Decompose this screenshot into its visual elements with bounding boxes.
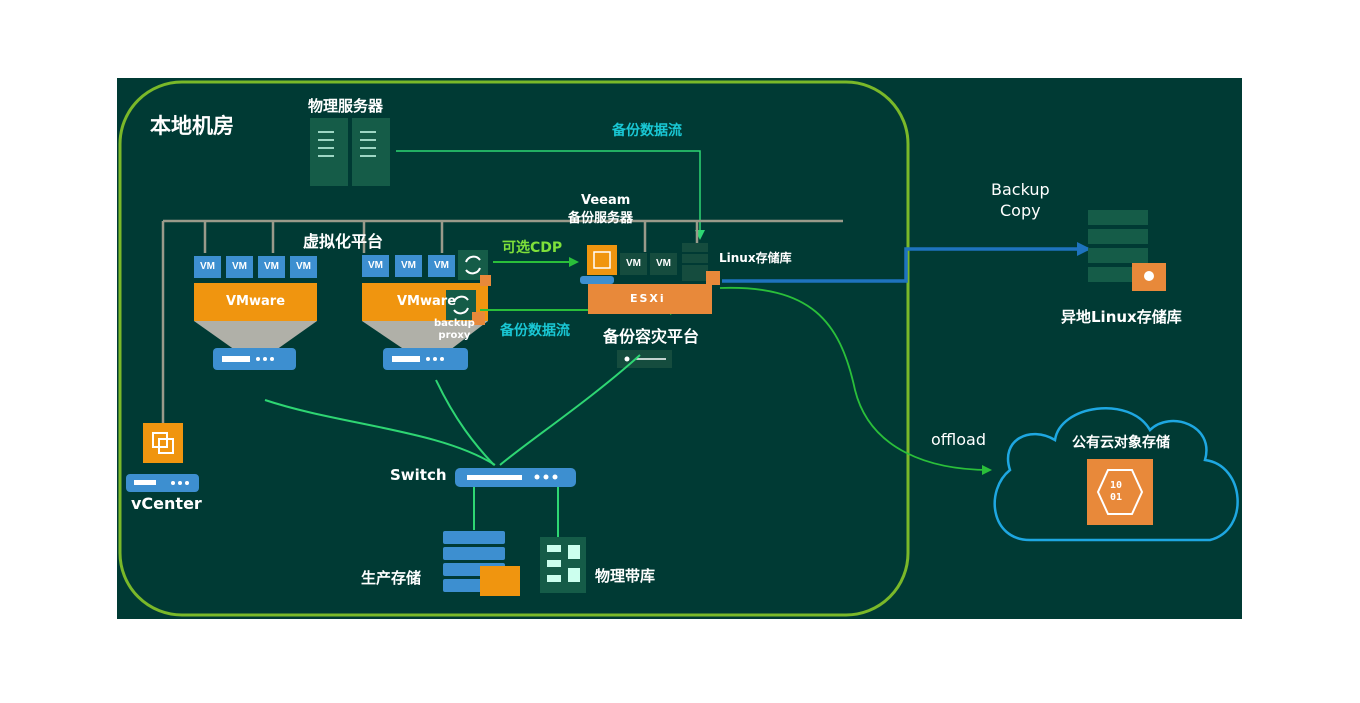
offsite-repo-label: 异地Linux存储库 bbox=[1061, 308, 1182, 326]
backup-copy-label-line1: Backup bbox=[991, 180, 1050, 199]
backup-copy-arrow bbox=[722, 242, 1091, 283]
cdp-label: 可选CDP bbox=[502, 240, 563, 256]
vm-box: VM bbox=[226, 256, 253, 278]
backup-copy-label-line2: Copy bbox=[1000, 201, 1041, 220]
linux-repo-icon bbox=[682, 243, 720, 285]
object-storage-icon bbox=[1087, 459, 1153, 525]
background-panel bbox=[117, 78, 1242, 619]
prod-storage-label: 生产存储 bbox=[361, 569, 422, 587]
backup-proxy-icon bbox=[446, 290, 485, 325]
virtualization-label: 虚拟化平台 bbox=[303, 232, 384, 251]
vmware-label-1: VMware bbox=[226, 294, 286, 309]
dr-platform-label: 备份容灾平台 bbox=[603, 327, 700, 346]
object-storage-icon-text: 10 01 bbox=[1110, 480, 1123, 503]
vm-box: VM bbox=[650, 253, 677, 275]
vcenter-label: vCenter bbox=[131, 494, 202, 513]
switch-device bbox=[455, 468, 576, 487]
backup-flow-mid-label: 备份数据流 bbox=[500, 323, 570, 339]
vm-box: VM bbox=[258, 256, 285, 278]
production-storage-icon bbox=[443, 531, 520, 596]
vm-box: VM bbox=[620, 253, 647, 275]
cloud-shape bbox=[993, 407, 1239, 542]
backup-proxy-label: backup proxy bbox=[434, 318, 475, 341]
backup-flow-top-label: 备份数据流 bbox=[612, 123, 682, 139]
cloud-label: 公有云对象存储 bbox=[1072, 435, 1170, 451]
offload-arrow bbox=[719, 287, 992, 475]
vmware-cluster-1 bbox=[194, 283, 317, 370]
tape-library-icon bbox=[540, 537, 586, 593]
local-site-frame bbox=[118, 80, 910, 617]
esxi-label: ESXi bbox=[630, 292, 666, 305]
offsite-repo-icon bbox=[1088, 210, 1166, 291]
vm-box: VM bbox=[428, 255, 455, 277]
vm-box: VM bbox=[395, 255, 422, 277]
vmware-label-2: VMware bbox=[397, 294, 457, 309]
switch-links bbox=[264, 354, 641, 540]
cdp-sync-icon bbox=[458, 250, 491, 286]
dr-platform-device bbox=[617, 350, 672, 368]
offload-label: offload bbox=[931, 430, 987, 449]
vm-box: VM bbox=[362, 255, 389, 277]
physical-server-label: 物理服务器 bbox=[308, 97, 384, 115]
vmware-cluster-2 bbox=[362, 283, 488, 370]
vm-box: VM bbox=[290, 256, 317, 278]
backup-flow-top-line bbox=[396, 150, 705, 240]
vm-box: VM bbox=[194, 256, 221, 278]
switch-label: Switch bbox=[390, 466, 447, 484]
veeam-server-block bbox=[580, 245, 712, 314]
vcenter-icon bbox=[126, 423, 199, 492]
tape-library-label: 物理带库 bbox=[595, 567, 656, 585]
physical-server-icon bbox=[310, 118, 390, 186]
linux-repo-label: Linux存储库 bbox=[719, 251, 792, 265]
veeam-label-line2: 备份服务器 bbox=[568, 211, 634, 226]
veeam-label-line1: Veeam bbox=[581, 193, 631, 208]
site-title: 本地机房 bbox=[150, 114, 234, 138]
